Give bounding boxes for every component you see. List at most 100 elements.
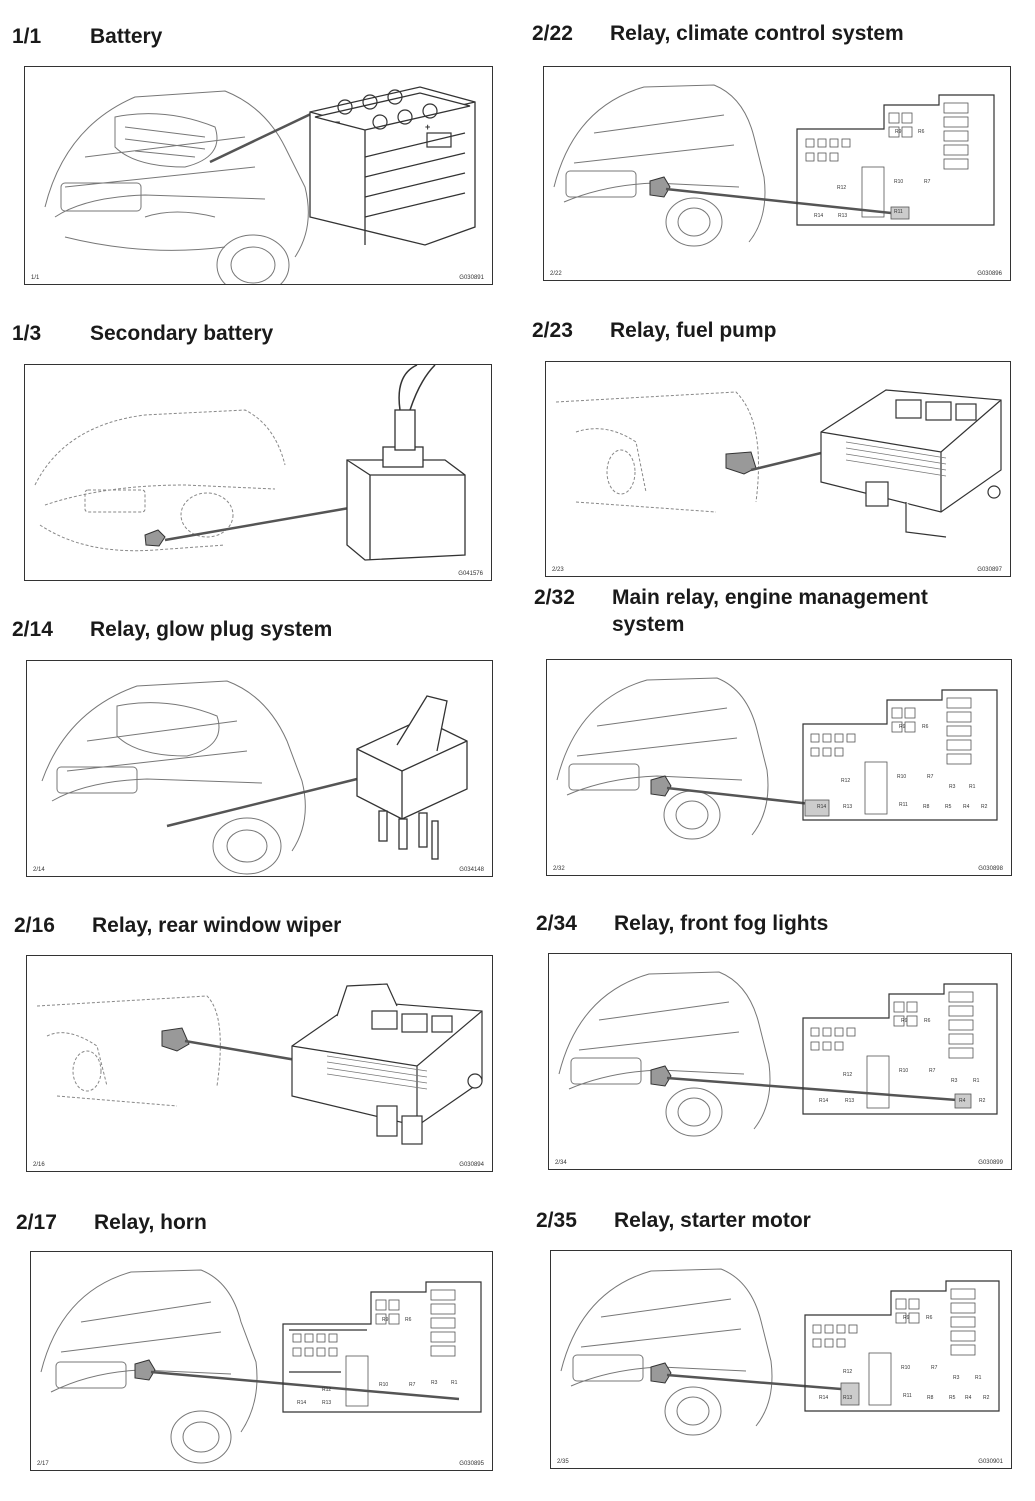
- panel-code: 2/14: [33, 867, 45, 873]
- panel-code: 2/17: [37, 1461, 49, 1467]
- section-title: Relay, front fog lights: [614, 912, 829, 935]
- relay-label: R7: [931, 1365, 938, 1371]
- relay-label: R9: [899, 724, 906, 730]
- relay-label: R9: [901, 1018, 908, 1024]
- figure-number: G030896: [977, 271, 1002, 277]
- relay-label: R11: [903, 1393, 912, 1399]
- panel-code: 2/34: [555, 1160, 567, 1166]
- relay-label: R8: [927, 1395, 934, 1401]
- panel-code: 2/22: [550, 271, 562, 277]
- relay-label: R7: [929, 1068, 936, 1074]
- glow-plug-relay-illustration: [41, 680, 468, 875]
- relay-label: R1: [975, 1375, 982, 1381]
- relay-label: R10: [379, 1382, 389, 1388]
- relay-label: R7: [927, 774, 934, 780]
- climate-relay-illustration: [553, 84, 995, 247]
- secondary-battery-illustration: [34, 365, 466, 561]
- figure-number: G041576: [458, 571, 483, 577]
- relay-label: R1: [973, 1078, 980, 1084]
- relay-label: R12: [841, 778, 851, 784]
- relay-label: R13: [322, 1400, 332, 1406]
- figure-panel-2-14: 2/14 G034148: [26, 660, 493, 877]
- relay-label: R6: [918, 129, 925, 135]
- figure-number: G030899: [978, 1160, 1003, 1166]
- figure-panel-2-16: 2/16 G030894: [26, 955, 493, 1172]
- relay-label: R8: [923, 804, 930, 810]
- fuel-pump-relay-illustration: [555, 389, 1002, 538]
- relay-label: R9: [382, 1317, 389, 1323]
- relay-label: R6: [924, 1018, 931, 1024]
- figure-number: G030894: [459, 1162, 484, 1168]
- figure-number: G030891: [459, 275, 484, 281]
- svg-text:+: +: [425, 122, 430, 132]
- panel-code: 2/32: [553, 866, 565, 872]
- relay-label: R10: [899, 1068, 909, 1074]
- section-code: 2/16: [14, 914, 55, 937]
- relay-label: R7: [924, 179, 931, 185]
- section-code: 1/3: [12, 322, 42, 345]
- section-code: 2/23: [532, 319, 573, 342]
- panel-code: 2/16: [33, 1162, 45, 1168]
- svg-text:−: −: [335, 117, 340, 127]
- relay-label: R13: [838, 213, 848, 219]
- relay-label: R2: [981, 804, 988, 810]
- figure-panel-2-17: R9 R6 R12 R10 R7 R3 R1 R14 R13 2/17 G030…: [30, 1251, 493, 1471]
- relay-label: R6: [926, 1315, 933, 1321]
- relay-label: R10: [901, 1365, 911, 1371]
- fog-lights-relay-illustration: [558, 971, 998, 1137]
- relay-label: R1: [451, 1380, 458, 1386]
- figure-panel-1-3: G041576: [24, 364, 492, 581]
- section-code: 2/32: [534, 586, 575, 609]
- panel-code: 1/1: [31, 275, 40, 281]
- relay-label: R4: [965, 1395, 972, 1401]
- section-title: Relay, starter motor: [614, 1209, 811, 1232]
- relay-label: R10: [894, 179, 904, 185]
- relay-label: R11: [899, 802, 908, 808]
- section-code: 2/14: [12, 618, 53, 641]
- section-code: 2/17: [16, 1211, 57, 1234]
- relay-label: R13: [845, 1098, 855, 1104]
- relay-label: R10: [897, 774, 907, 780]
- horn-relay-illustration: [40, 1269, 482, 1464]
- section-title: Main relay, engine management system: [612, 586, 928, 636]
- section-title: Battery: [90, 25, 163, 48]
- car-battery-illustration: + −: [44, 86, 476, 284]
- relay-label: R2: [979, 1098, 986, 1104]
- section-title: Relay, horn: [94, 1211, 207, 1234]
- section-title: Relay, glow plug system: [90, 618, 333, 641]
- section-code: 2/22: [532, 22, 573, 45]
- main-relay-illustration: [556, 677, 998, 840]
- section-title: Relay, rear window wiper: [92, 914, 342, 937]
- relay-label: R12: [843, 1369, 853, 1375]
- relay-label: R12: [322, 1387, 332, 1393]
- figure-number: G030897: [977, 567, 1002, 573]
- relay-label: R9: [895, 129, 902, 135]
- figure-panel-2-34: R9 R6 R12 R10 R7 R3 R1 R14 R13 R4 R2 2/3…: [548, 953, 1012, 1170]
- relay-label: R9: [903, 1315, 910, 1321]
- relay-label: R13: [843, 804, 853, 810]
- figure-panel-1-1: + − 1/1 G030891: [24, 66, 493, 285]
- panel-code: 2/35: [557, 1459, 569, 1465]
- section-title: Secondary battery: [90, 322, 274, 345]
- relay-label: R3: [951, 1078, 958, 1084]
- relay-label: R5: [949, 1395, 956, 1401]
- section-code: 2/35: [536, 1209, 577, 1232]
- section-title: Relay, fuel pump: [610, 319, 777, 342]
- relay-label: R14: [297, 1400, 307, 1406]
- starter-motor-relay-illustration: [560, 1268, 1000, 1436]
- relay-label: R14: [817, 804, 827, 810]
- figure-panel-2-22: R9 R6 R12 R10 R7 R11 R14 R13 2/22 G03089…: [543, 66, 1011, 281]
- relay-label: R12: [837, 185, 847, 191]
- figure-number: G030895: [459, 1461, 484, 1467]
- relay-label: R12: [843, 1072, 853, 1078]
- figure-number: G034148: [459, 867, 484, 873]
- section-code: 1/1: [12, 25, 42, 48]
- figure-panel-2-35: R9 R6 R12 R10 R7 R3 R1 R14 R13 R11 R8 R5…: [550, 1250, 1012, 1469]
- relay-label: R2: [983, 1395, 990, 1401]
- relay-label: R14: [819, 1098, 829, 1104]
- relay-label: R11: [894, 209, 903, 215]
- figure-panel-2-32: R9 R6 R12 R10 R7 R3 R1 R14 R13 R11 R8 R5…: [546, 659, 1012, 876]
- section-title: Relay, climate control system: [610, 22, 904, 45]
- relay-label: R4: [963, 804, 970, 810]
- section-code: 2/34: [536, 912, 577, 935]
